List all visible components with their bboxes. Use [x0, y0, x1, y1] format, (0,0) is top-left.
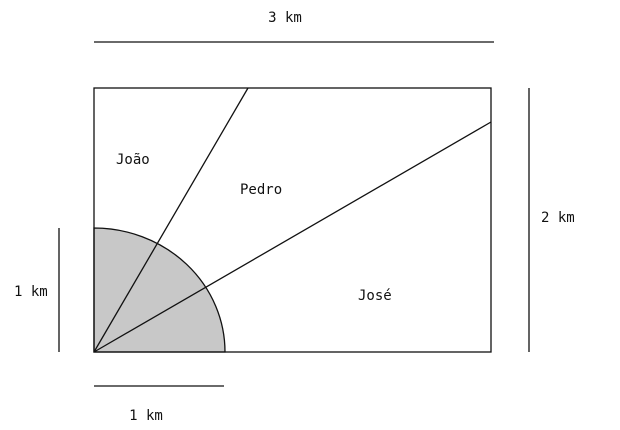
top-dimension-label: 3 km — [268, 10, 302, 26]
region-label-pedro: Pedro — [240, 182, 282, 198]
right-dimension-label: 2 km — [541, 210, 575, 226]
region-label-jose: José — [358, 288, 392, 304]
land-rectangle — [93, 87, 492, 353]
quarter-circle-shaded — [93, 227, 226, 353]
divider-pedro-jose — [93, 121, 492, 353]
divider-joao-pedro — [93, 87, 249, 353]
bottom-dimension-label: 1 km — [129, 408, 163, 424]
region-label-joao: João — [116, 152, 150, 168]
left-dimension-label: 1 km — [14, 284, 48, 300]
